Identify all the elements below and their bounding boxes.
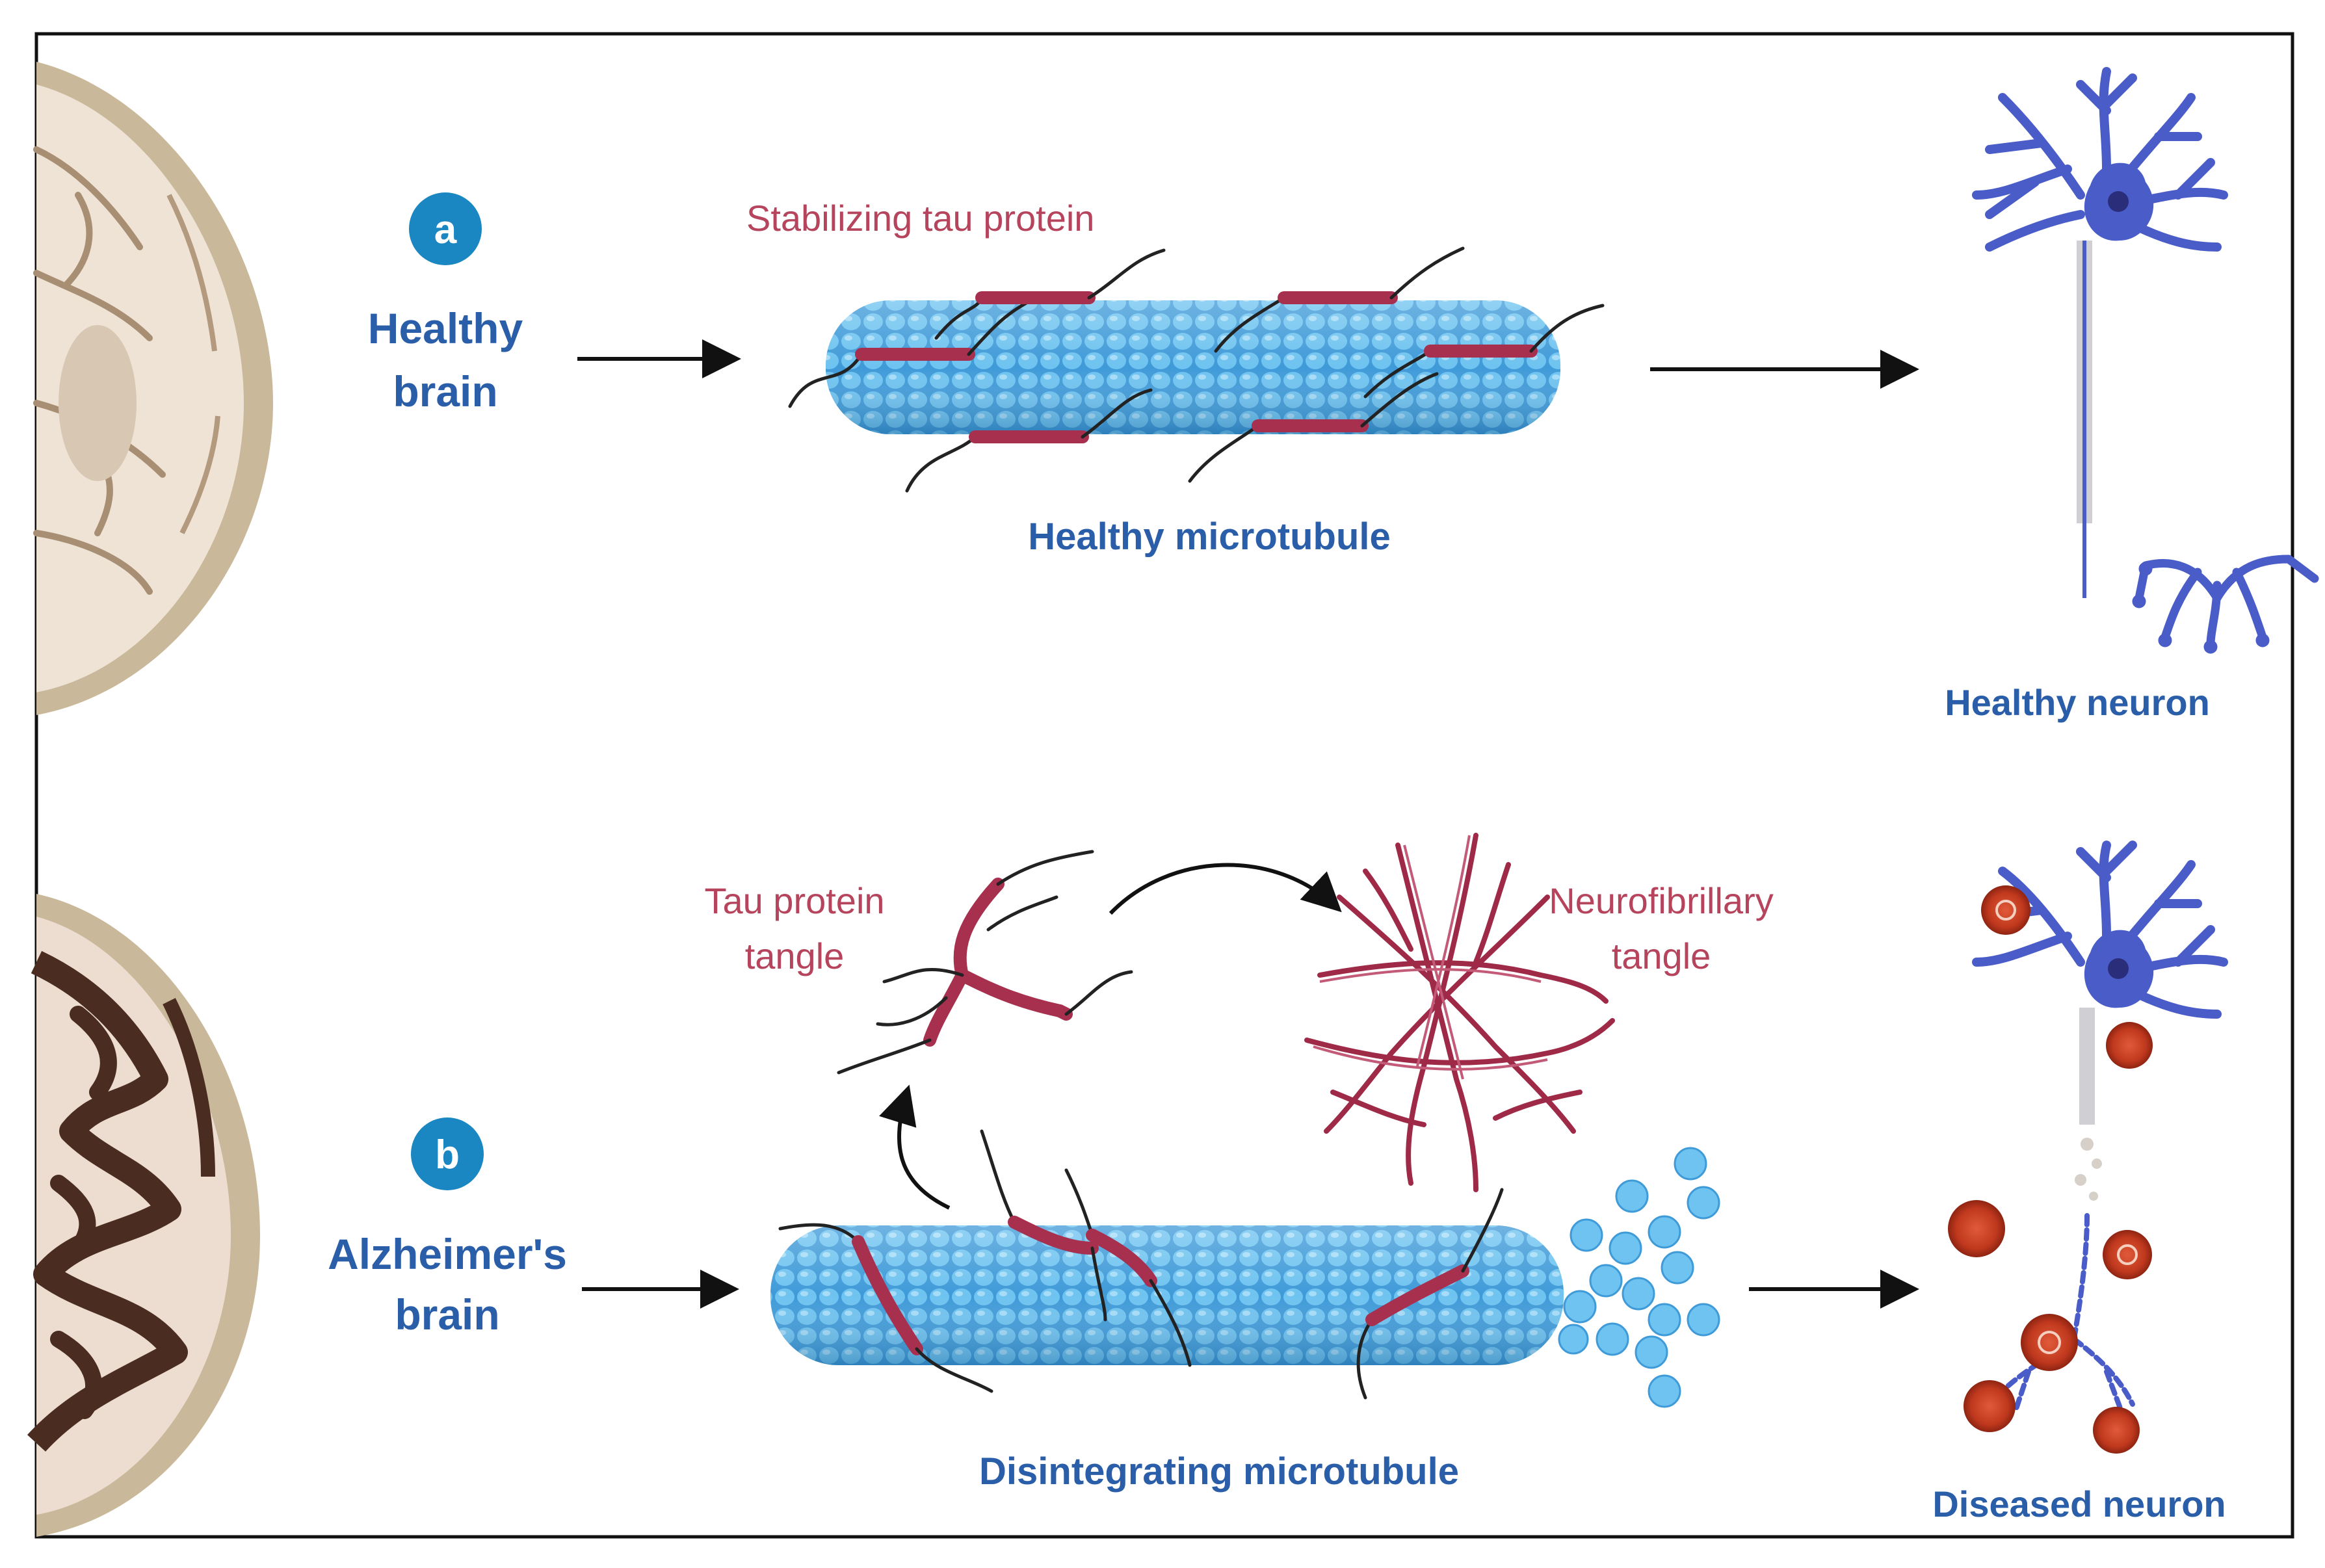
healthy-neuron-nucleus xyxy=(2108,191,2129,212)
healthy-brain-label-line1: Healthy xyxy=(368,304,523,352)
stabilizing-tau-proteins xyxy=(788,246,1605,493)
neurofibrillary-tangle xyxy=(1304,833,1615,1192)
healthy-brain-label-line2: brain xyxy=(393,367,497,415)
healthy-microtubule-label: Healthy microtubule xyxy=(1028,516,1391,558)
diseased-neuron-axon xyxy=(2079,1008,2095,1125)
badge-a-letter: a xyxy=(434,207,457,252)
arrow-tangle-to-nft xyxy=(1109,863,1342,915)
axon-debris xyxy=(2075,1138,2102,1201)
healthy-brain-illustration xyxy=(33,62,273,715)
healthy-neuron xyxy=(1972,67,2319,654)
badge-b-letter: b xyxy=(435,1132,460,1177)
alzheimers-brain-illustration xyxy=(27,894,260,1537)
nft-label-line1: Neurofibrillary xyxy=(1549,880,1773,921)
tau-protein-tangle xyxy=(837,850,1133,1075)
nft-label-line2: tangle xyxy=(1612,935,1711,976)
tubulin-fragments xyxy=(1558,1147,1720,1408)
diseased-neuron-nucleus xyxy=(2108,958,2129,979)
badge-a-circle xyxy=(409,192,482,265)
tau-tangle-label-line2: tangle xyxy=(745,935,845,976)
badge-b-circle xyxy=(411,1117,484,1190)
healthy-microtubule xyxy=(826,300,1560,434)
tau-tangle-label-line1: Tau protein xyxy=(704,880,884,921)
alzheimers-brain-label-line1: Alzheimer's xyxy=(328,1230,567,1278)
detaching-tau-proteins xyxy=(778,1129,1504,1400)
alzheimers-brain-label-line2: brain xyxy=(395,1290,499,1339)
diseased-neuron-label: Diseased neuron xyxy=(1932,1483,2226,1524)
arrow-microtubule-to-tangle xyxy=(879,1084,951,1210)
amyloid-plaques xyxy=(1948,885,2153,1454)
healthy-neuron-label: Healthy neuron xyxy=(1945,682,2210,723)
disintegrating-microtubule-label: Disintegrating microtubule xyxy=(979,1450,1459,1493)
stabilizing-tau-label: Stabilizing tau protein xyxy=(746,198,1094,239)
neurofibrillary-tangle-strands xyxy=(1313,835,1548,1080)
